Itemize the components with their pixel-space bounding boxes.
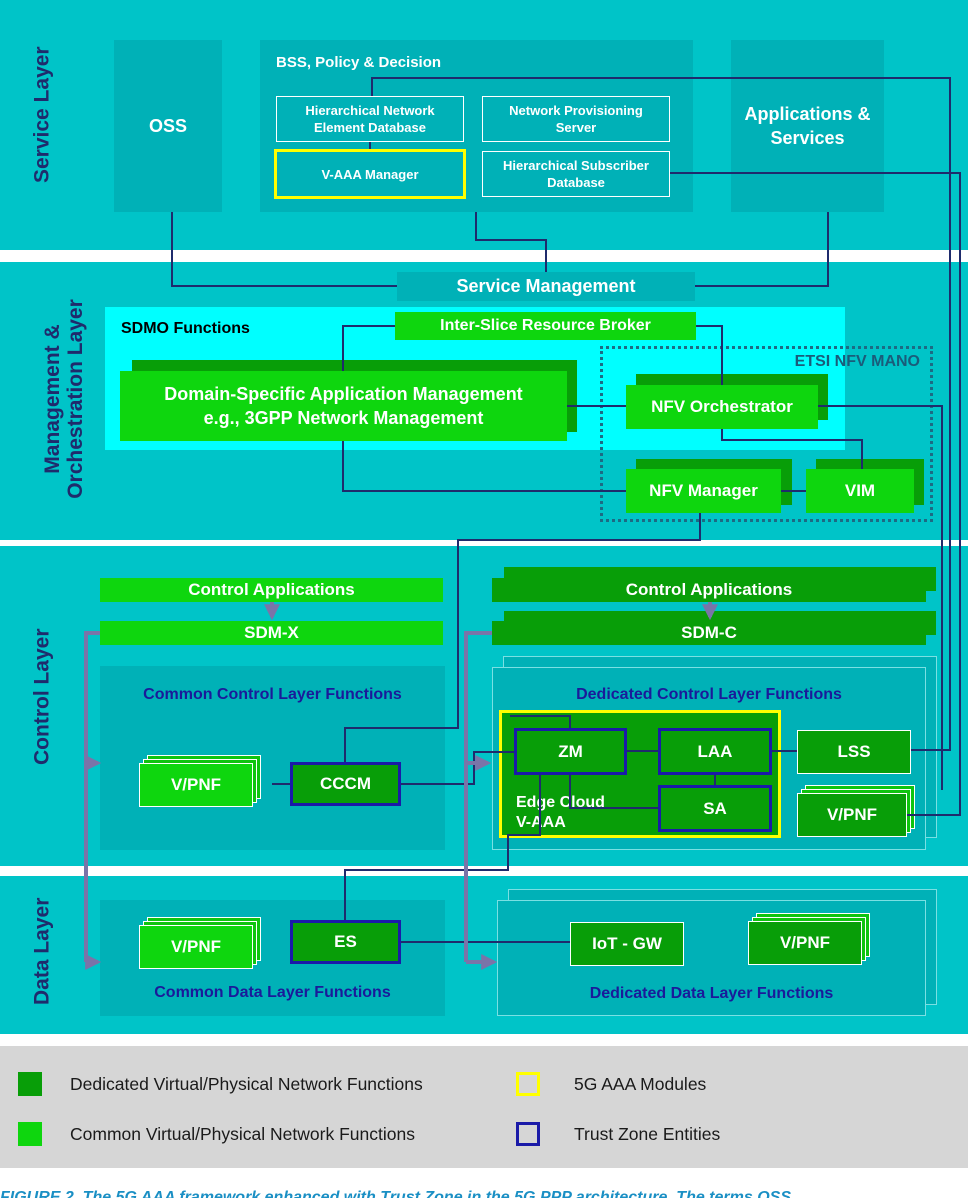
sdm-c-bar: SDM-C <box>492 621 926 645</box>
sdm-x-bar: SDM-X <box>100 621 443 645</box>
common-control-title: Common Control Layer Functions <box>143 686 402 703</box>
legend-dedicated-swatch <box>18 1072 42 1096</box>
domain-app-line2: e.g., 3GPP Network Management <box>203 408 484 428</box>
domain-app-mgmt-box: Domain-Specific Application Management e… <box>120 371 567 441</box>
figure-caption: FIGURE 2. The 5G AAA framework enhanced … <box>0 1189 791 1198</box>
hsd-box: Hierarchical Subscriber Database <box>482 151 670 197</box>
broker-box: Inter-Slice Resource Broker <box>395 312 696 340</box>
control-layer-label: Control Layer <box>30 628 54 765</box>
service-management-box: Service Management <box>397 272 695 301</box>
dedicated-control-title: Dedicated Control Layer Functions <box>576 686 842 703</box>
dedicated-data-title: Dedicated Data Layer Functions <box>589 985 834 1002</box>
laa-box: LAA <box>658 728 772 775</box>
legend-common-text: Common Virtual/Physical Network Function… <box>70 1124 415 1144</box>
legend-aaa-text: 5G AAA Modules <box>574 1074 707 1094</box>
vpnf-control-left: V/PNF <box>139 763 253 807</box>
hned-box: Hierarchical Network Element Database <box>276 96 464 142</box>
legend: Dedicated Virtual/Physical Network Funct… <box>0 1046 968 1168</box>
edge-cloud-line2: V-AAA <box>516 814 566 831</box>
mgmt-layer-label: Management & Orchestration Layer <box>41 299 87 499</box>
es-box: ES <box>290 920 401 964</box>
oss-box: OSS <box>114 40 222 212</box>
vpnf-control-right: V/PNF <box>797 793 907 837</box>
edge-cloud-line1: Edge Cloud <box>516 794 605 811</box>
data-layer-label: Data Layer <box>30 897 54 1005</box>
nfv-manager-box: NFV Manager <box>626 469 781 513</box>
ctrl-apps-left: Control Applications <box>100 578 443 602</box>
cccm-box: CCCM <box>290 762 401 806</box>
legend-dedicated-text: Dedicated Virtual/Physical Network Funct… <box>70 1074 423 1094</box>
nps-box: Network Provisioning Server <box>482 96 670 142</box>
nfv-orchestrator-box: NFV Orchestrator <box>626 385 818 429</box>
etsi-title: ETSI NFV MANO <box>794 353 920 370</box>
vaaa-manager-box: V-AAA Manager <box>274 149 466 199</box>
bss-title: BSS, Policy & Decision <box>276 54 442 71</box>
zm-box: ZM <box>514 728 627 775</box>
edge-cloud-label: Edge Cloud V-AAA <box>516 793 605 833</box>
legend-trust-swatch <box>516 1122 540 1146</box>
ctrl-apps-right: Control Applications <box>492 578 926 602</box>
service-layer-label: Service Layer <box>30 46 54 183</box>
legend-common-swatch <box>18 1122 42 1146</box>
sa-box: SA <box>658 785 772 832</box>
legend-trust-text: Trust Zone Entities <box>574 1124 721 1144</box>
vpnf-data-left: V/PNF <box>139 925 253 969</box>
legend-aaa-swatch <box>516 1072 540 1096</box>
apps-services-box: Applications & Services <box>731 40 884 212</box>
iot-gw-box: IoT - GW <box>570 922 684 966</box>
sdmo-title: SDMO Functions <box>121 320 250 337</box>
vim-box: VIM <box>806 469 914 513</box>
lss-box: LSS <box>797 730 911 774</box>
domain-app-line1: Domain-Specific Application Management <box>164 384 523 404</box>
common-data-title: Common Data Layer Functions <box>154 984 391 1001</box>
vpnf-data-right: V/PNF <box>748 921 862 965</box>
